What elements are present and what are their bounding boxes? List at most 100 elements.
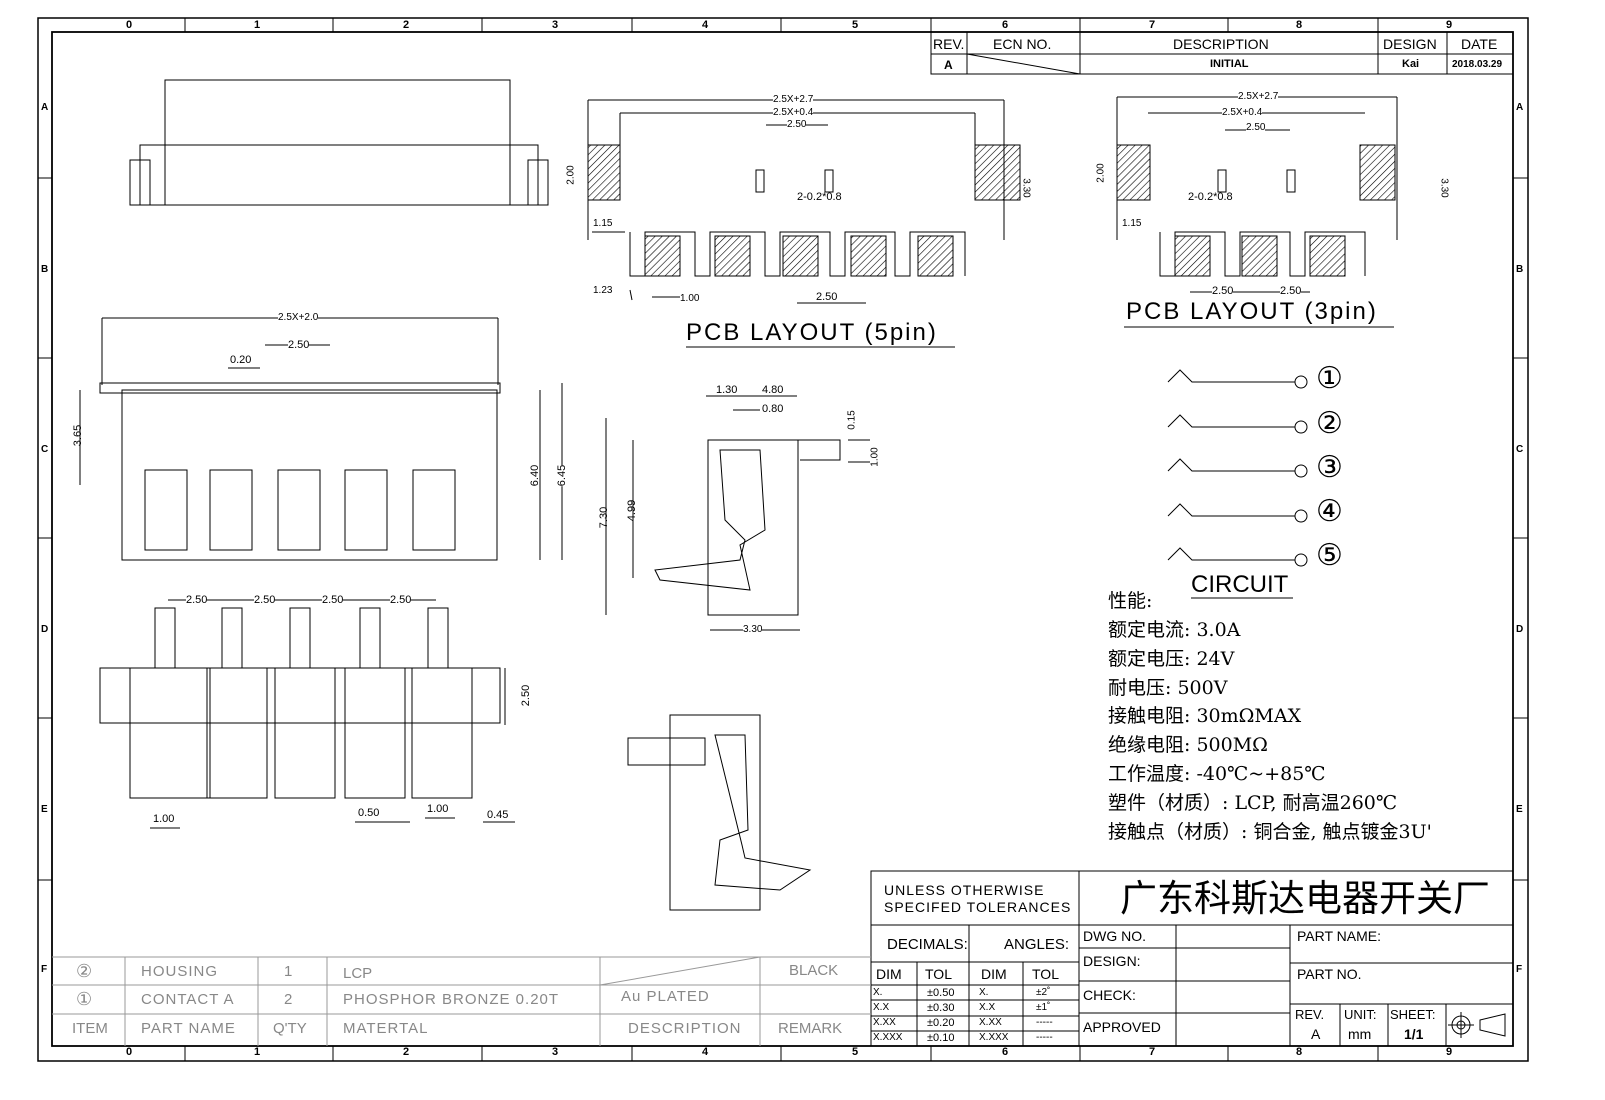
tol-angle-dim: X. [979,987,989,998]
grid-row-label-right: A [1516,102,1524,113]
pcb5-title: PCB LAYOUT (5pin) [686,319,938,346]
tol-decimal-tol: ±0.20 [927,1017,955,1029]
company-name: 广东科斯达电器开关厂 [1120,877,1490,920]
pcb3-dim-pitch: 2.50 [1246,122,1266,133]
pcb3-dim-inner: 2.5X+0.4 [1222,107,1263,118]
tol-angle-tol: ±2˚ [1036,987,1051,998]
spec-line-1: 额定电流: 3.0A [1108,619,1241,641]
front-dim-total: 6.40 [529,464,542,487]
bottom-dim-edge: 0.45 [487,809,509,821]
grid-row-label-right: E [1516,804,1523,815]
ecn-header: ECN NO. [993,36,1052,52]
bom-header-qty: Q'TY [273,1020,307,1037]
pcb3-dim-height: 2.00 [1095,163,1107,183]
design-label: DESIGN: [1083,953,1141,969]
dim-header-right: DIM [981,966,1007,982]
side-dim-h: 3.30 [743,624,763,635]
tol-header-right: TOL [1032,966,1059,982]
grid-row-label-left: D [41,624,49,635]
side-dim-a: 1.30 [716,384,738,396]
tol-decimal-tol: ±0.50 [927,987,955,999]
pcb3-dim-padpitch-b: 2.50 [1280,285,1302,297]
grid-row-label-left: B [41,264,49,275]
side-dim-d: 0.15 [846,410,858,430]
circuit-pin-1: ① [1316,362,1343,395]
grid-column-label-bottom: 3 [552,1046,559,1058]
pcb5-dim-pad: 1.00 [680,293,700,304]
front-dim-overall: 2.5X+2.0 [278,312,319,323]
bottom-dim-height: 2.50 [520,684,533,707]
grid-column-label-bottom: 9 [1446,1046,1453,1058]
bottom-dim-3: 2.50 [322,594,344,606]
design-value: Kai [1402,58,1420,70]
tol-decimal-dim: X.X [873,1002,890,1013]
tol-angle-dim: X.XXX [979,1032,1009,1043]
pcb3-dim-padpitch-a: 2.50 [1212,285,1234,297]
sheet-label: SHEET: [1390,1007,1436,1022]
specs-heading: 性能: [1108,590,1153,612]
front-dim-height: 3.65 [72,424,85,447]
pcb5-dim-depth: 3.30 [1020,178,1032,198]
rev-value-tb: A [1311,1026,1321,1042]
pcb5-dim-holes: 2-0.2*0.8 [797,191,842,203]
front-dim-gap: 0.20 [230,354,252,366]
pcb5-dim-overall: 2.5X+2.7 [773,94,814,105]
grid-row-label-right: C [1516,444,1524,455]
pcb5-dim-pitch: 2.50 [787,119,807,130]
grid-row-label-right: D [1516,624,1524,635]
grid-column-label-bottom: 4 [702,1046,709,1058]
bom-material-1: PHOSPHOR BRONZE 0.20T [343,991,560,1008]
tol-angle-dim: X.XX [979,1017,1002,1028]
circuit-pin-4: ④ [1316,495,1343,528]
grid-column-label-top: 9 [1446,19,1453,31]
unit-value: mm [1348,1026,1372,1042]
pcb3-title: PCB LAYOUT (3pin) [1126,298,1378,325]
grid-row-label-right: F [1516,964,1523,975]
front-dim-pitch: 2.50 [288,339,310,351]
grid-column-label-top: 6 [1002,19,1009,31]
pcb3-dim-offset: 1.15 [1122,218,1142,229]
grid-column-label-bottom: 6 [1002,1046,1009,1058]
check-label: CHECK: [1083,987,1136,1003]
pcb3-dim-overall: 2.5X+2.7 [1238,91,1279,102]
tol-angle-tol: ±1˚ [1036,1002,1051,1013]
grid-row-label-right: B [1516,264,1524,275]
tol-decimal-tol: ±0.10 [927,1032,955,1044]
grid-row-label-left: A [41,102,49,113]
bom-item-2: ② [76,961,93,981]
circuit-pin-5: ⑤ [1316,539,1343,572]
tolerance-title-1: UNLESS OTHERWISE [884,882,1045,898]
spec-line-4: 接触电阻: 30mΩMAX [1108,705,1302,727]
bom-part-1: CONTACT A [141,991,235,1008]
part-no-label: PART NO. [1297,966,1362,982]
description-header: DESCRIPTION [1173,36,1269,52]
angles-label: ANGLES: [1004,936,1070,953]
bom-item-1: ① [76,989,93,1009]
design-header: DESIGN [1383,36,1437,52]
pcb3-dim-holes: 2-0.2*0.8 [1188,191,1233,203]
spec-line-8: 接触点（材质）: 铜合金, 触点镀金3U' [1108,821,1432,843]
grid-row-label-left: C [41,444,49,455]
bom-part-2: HOUSING [141,963,219,980]
bom-material-2: LCP [343,965,373,982]
bom-qty-1: 2 [284,991,293,1008]
grid-column-label-bottom: 2 [403,1046,410,1058]
description-value: INITIAL [1210,58,1249,70]
date-value: 2018.03.29 [1452,59,1503,70]
pcb5-dim-left: 1.23 [593,285,613,296]
tol-angle-tol: ----- [1036,1032,1053,1043]
grid-column-label-bottom: 5 [852,1046,859,1058]
grid-column-label-bottom: 1 [254,1046,261,1058]
sheet-value: 1/1 [1404,1026,1424,1042]
pcb5-dim-offset: 1.15 [593,218,613,229]
bottom-dim-pin: 1.00 [153,813,175,825]
bom-description-1: Au PLATED [621,988,710,1005]
bottom-dim-2: 2.50 [254,594,276,606]
bom-header-part: PART NAME [141,1020,236,1037]
side-dim-f: 7.30 [598,506,611,529]
spec-line-2: 额定电压: 24V [1108,648,1235,670]
grid-column-label-top: 5 [852,19,859,31]
decimals-label: DECIMALS: [887,936,968,953]
rev-header: REV. [933,36,965,52]
